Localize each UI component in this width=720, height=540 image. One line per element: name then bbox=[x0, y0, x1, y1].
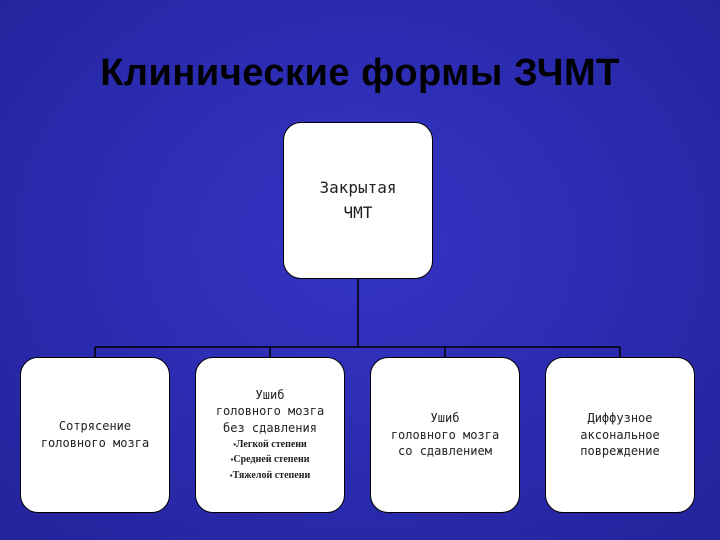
root-label-line1: Закрытая bbox=[319, 177, 397, 197]
child-label-line: головного мозга bbox=[215, 404, 325, 419]
child-label-line: Сотрясение bbox=[58, 419, 132, 434]
child-node-contusion-with-compression: Ушиб головного мозга со сдавлением bbox=[370, 357, 520, 513]
child-label-line: Ушиб bbox=[430, 410, 460, 425]
child-label-line: головного мозга bbox=[390, 427, 500, 442]
severity-item: ▪Легкой степени bbox=[233, 438, 307, 450]
child-label-line: Диффузное bbox=[587, 410, 653, 425]
child-label-line: Ушиб bbox=[255, 387, 285, 402]
child-label-line: головного мозга bbox=[40, 436, 150, 450]
slide-title: Клинические формы ЗЧМТ bbox=[100, 52, 620, 94]
severity-item: ▪Средней степени bbox=[230, 454, 310, 466]
child-label-line: повреждение bbox=[580, 444, 660, 459]
severity-item: ▪Тяжелой степени bbox=[229, 469, 311, 481]
child-node-concussion: Сотрясение головного мозга bbox=[20, 357, 170, 513]
child-node-contusion-without-compression: Ушиб головного мозга без сдавления ▪Легк… bbox=[195, 357, 345, 513]
child-label-line: со сдавлением bbox=[398, 444, 492, 459]
child-label-line: аксональное bbox=[580, 427, 660, 442]
child-label-line: без сдавления bbox=[223, 421, 317, 436]
root-label-line2: ЧМТ bbox=[343, 202, 373, 222]
root-node-closed-tbi: Закрытая ЧМТ bbox=[283, 122, 433, 279]
severity-list: ▪Легкой степени ▪Средней степени ▪Тяжело… bbox=[230, 437, 311, 484]
child-node-diffuse-axonal-injury: Диффузное аксональное повреждение bbox=[545, 357, 695, 513]
